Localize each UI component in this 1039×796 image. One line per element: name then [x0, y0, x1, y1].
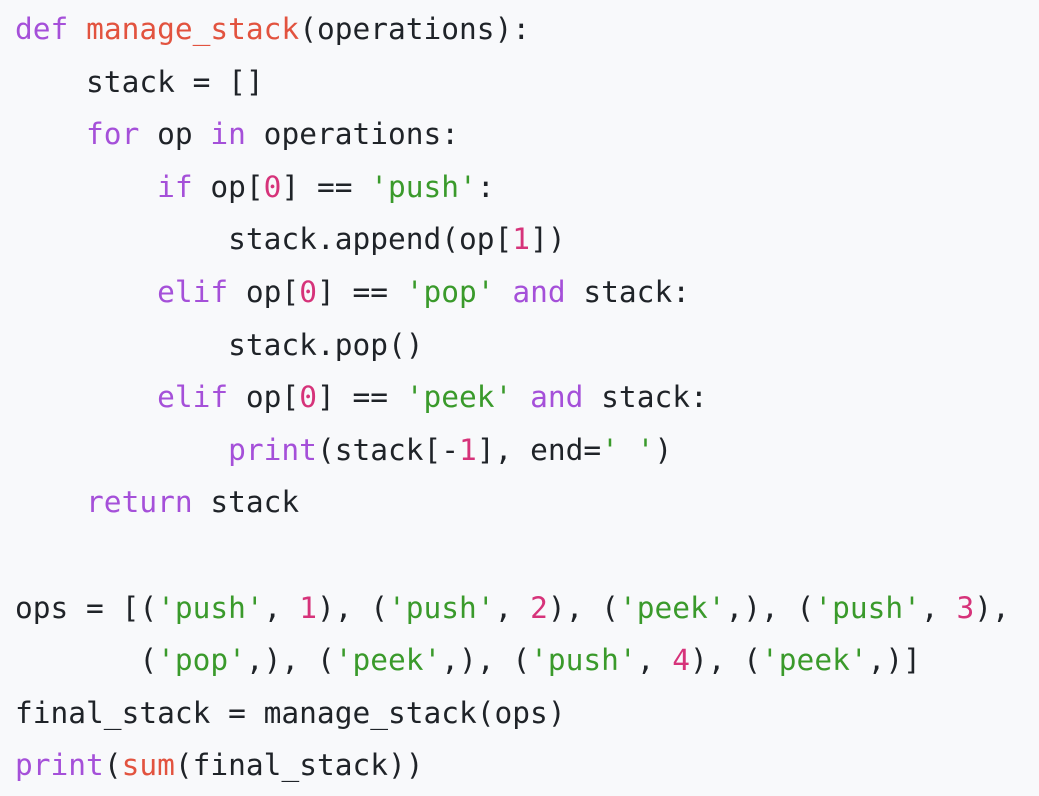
- code-text: ops = [(: [15, 590, 158, 625]
- code-text: (operations):: [299, 12, 531, 46]
- code-text: stack:: [565, 275, 690, 309]
- number-token: 0: [263, 169, 282, 204]
- code-text: (: [15, 643, 158, 678]
- code-text: ,: [263, 590, 300, 625]
- keyword-token: elif: [157, 380, 229, 415]
- code-text: (: [103, 748, 122, 783]
- string-token: 'peek': [334, 643, 442, 678]
- code-text: ,), (: [725, 590, 815, 625]
- keyword-token: in: [210, 117, 246, 152]
- code-text: ), (: [689, 643, 762, 678]
- string-token: 'peek': [405, 380, 513, 415]
- code-text: stack: [192, 485, 300, 520]
- string-token: ' ': [601, 432, 655, 467]
- number-token: 1: [299, 590, 317, 625]
- code-line: stack.pop(): [15, 319, 424, 372]
- code-text: ,)]: [867, 643, 921, 678]
- code-line: return stack: [15, 476, 299, 529]
- code-text: [15, 485, 86, 519]
- keyword-token: print: [228, 432, 317, 467]
- code-line: final_stack = manage_stack(ops): [15, 687, 566, 740]
- code-text: stack.append(op[: [15, 222, 513, 257]
- function-name-token: manage_stack: [86, 12, 300, 46]
- code-text: ), (: [547, 590, 619, 625]
- code-text: ], end=: [476, 432, 602, 467]
- code-text: stack.pop(): [15, 327, 424, 362]
- number-token: 4: [672, 643, 690, 678]
- keyword-token: and: [512, 275, 566, 309]
- code-line: if op[0] == 'push':: [15, 161, 495, 214]
- number-token: 0: [299, 275, 317, 309]
- string-token: 'push': [388, 590, 495, 625]
- code-text: [68, 12, 86, 46]
- code-line: ops = [('push', 1), ('push', 2), ('peek'…: [15, 582, 1010, 635]
- keyword-token: elif: [157, 275, 229, 309]
- code-text: ): [654, 432, 673, 467]
- function-name-token: sum: [121, 748, 175, 783]
- code-text: [512, 380, 530, 414]
- string-token: 'push': [370, 169, 477, 204]
- code-text: op[: [228, 380, 300, 415]
- code-text: [495, 275, 513, 309]
- code-line: stack.append(op[1]): [15, 213, 566, 266]
- code-line: elif op[0] == 'pop' and stack:: [15, 266, 690, 319]
- code-text: ,), (: [245, 643, 335, 678]
- string-token: 'pop': [157, 643, 246, 678]
- code-text: ]): [530, 222, 566, 257]
- code-text: final_stack = manage_stack(ops): [15, 695, 566, 730]
- string-token: 'peek': [761, 643, 868, 678]
- keyword-token: if: [157, 169, 193, 204]
- code-text: op[: [228, 275, 300, 309]
- number-token: 1: [459, 432, 477, 467]
- code-text: (final_stack)): [174, 748, 424, 783]
- code-line: for op in operations:: [15, 108, 459, 161]
- code-text: stack = []: [15, 64, 264, 99]
- code-text: ] ==: [316, 275, 406, 309]
- keyword-token: and: [530, 380, 584, 415]
- string-token: 'peek': [618, 590, 726, 625]
- string-token: 'pop': [405, 275, 495, 309]
- code-text: stack:: [583, 380, 708, 415]
- code-text: [15, 170, 157, 204]
- code-line: print(stack[-1], end=' '): [15, 424, 672, 477]
- number-token: 3: [956, 590, 975, 625]
- code-text: ,: [636, 643, 673, 678]
- code-text: ,), (: [441, 643, 531, 678]
- code-text: :: [476, 169, 495, 204]
- code-line: stack = []: [15, 56, 264, 109]
- code-text: ] ==: [281, 169, 371, 204]
- code-text: [15, 433, 228, 467]
- code-text: ), (: [316, 590, 389, 625]
- code-text: ] ==: [316, 380, 406, 415]
- code-text: [15, 380, 157, 414]
- number-token: 0: [299, 380, 317, 415]
- code-line: ('pop',), ('peek',), ('push', 4), ('peek…: [15, 634, 921, 687]
- code-line: print(sum(final_stack)): [15, 739, 424, 792]
- keyword-token: print: [15, 748, 104, 783]
- code-text: ),: [974, 590, 1010, 625]
- number-token: 2: [530, 590, 548, 625]
- string-token: 'push': [157, 590, 264, 625]
- code-text: op[: [192, 169, 264, 204]
- string-token: 'push': [814, 590, 921, 625]
- string-token: 'push': [530, 643, 637, 678]
- keyword-token: return: [86, 485, 193, 520]
- code-text: operations:: [245, 117, 460, 152]
- code-text: ,: [920, 590, 957, 625]
- code-text: ,: [494, 590, 531, 625]
- code-text: [15, 275, 157, 309]
- keyword-token: def: [15, 12, 69, 46]
- code-text: (stack[-: [316, 432, 460, 467]
- code-text: op: [139, 117, 211, 152]
- code-line: def manage_stack(operations):: [15, 3, 530, 56]
- number-token: 1: [512, 222, 531, 257]
- code-text: [15, 117, 86, 151]
- code-line: elif op[0] == 'peek' and stack:: [15, 371, 708, 424]
- keyword-token: for: [86, 117, 140, 152]
